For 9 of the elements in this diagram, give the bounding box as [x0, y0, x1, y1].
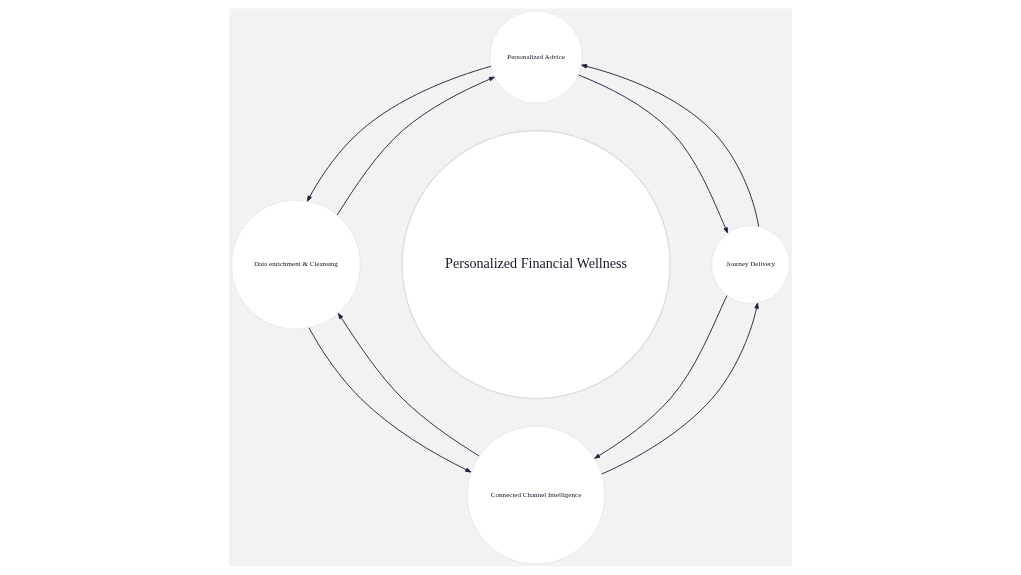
arrow	[306, 65, 492, 202]
arrow	[578, 74, 729, 234]
node-circle: Personalized Financial Wellness	[401, 130, 671, 400]
arrow	[594, 295, 728, 459]
arrow	[308, 327, 472, 473]
arrow	[601, 302, 759, 475]
arrow	[337, 312, 480, 457]
arrow	[336, 76, 495, 216]
arrow	[581, 64, 760, 227]
